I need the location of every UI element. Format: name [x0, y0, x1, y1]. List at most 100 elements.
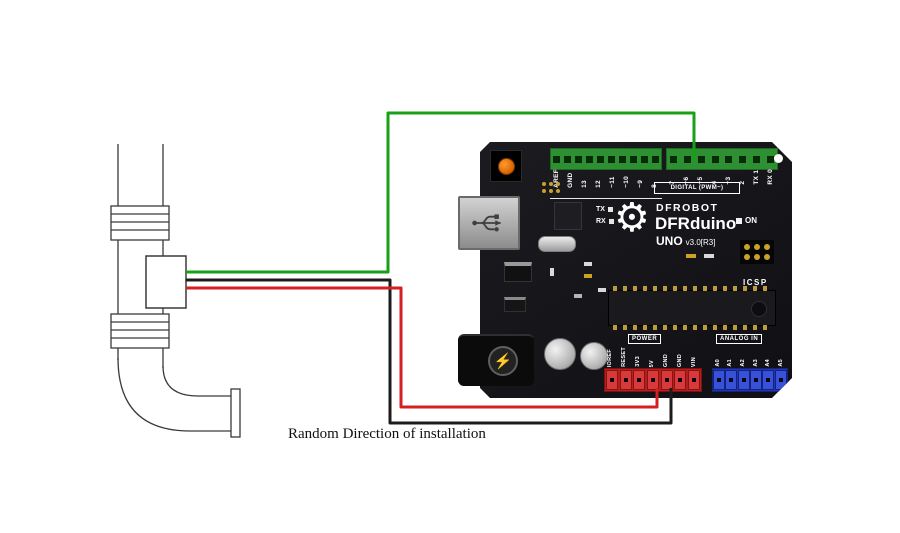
power-pin[interactable] [661, 370, 673, 390]
pin-socket[interactable] [753, 156, 760, 163]
pin-label: GND [566, 172, 574, 188]
icsp-pin[interactable] [754, 244, 760, 250]
pin-socket[interactable] [684, 156, 691, 163]
pin-socket[interactable] [608, 156, 615, 163]
pin-label: GND [677, 353, 684, 367]
icsp-pin[interactable] [549, 189, 553, 193]
pin-socket[interactable] [767, 156, 774, 163]
lightning-icon: ⚡ [488, 346, 518, 376]
pin-socket[interactable] [597, 156, 604, 163]
pin-label: GND [663, 353, 670, 367]
pin-socket[interactable] [586, 156, 593, 163]
icsp1-header[interactable] [542, 182, 560, 193]
smd-component [584, 274, 592, 278]
pin-label: VIN [691, 356, 698, 367]
analog-pin[interactable] [762, 370, 774, 390]
pin-socket[interactable] [575, 156, 582, 163]
pin-label: A0 [714, 359, 721, 367]
coupling-ridges [111, 321, 169, 339]
pin-socket[interactable] [641, 156, 648, 163]
brand-text: DFROBOT [656, 202, 719, 214]
rx-label: RX [596, 218, 606, 225]
icsp-header[interactable] [740, 240, 774, 264]
power-pin[interactable] [633, 370, 645, 390]
icsp-label: ICSP [743, 278, 768, 287]
pin-socket[interactable] [630, 156, 637, 163]
pin-label: ~11 [608, 176, 616, 188]
power-on-indicator: ON [736, 216, 757, 225]
pin-socket[interactable] [564, 156, 571, 163]
icsp-pin[interactable] [542, 182, 546, 186]
pin-socket[interactable] [712, 156, 719, 163]
icsp-pin[interactable] [764, 244, 770, 250]
power-header[interactable] [604, 368, 702, 392]
voltage-regulator [504, 262, 532, 282]
smd-component [704, 254, 714, 258]
power-pin[interactable] [688, 370, 700, 390]
pin-socket[interactable] [652, 156, 659, 163]
analog-pin[interactable] [713, 370, 725, 390]
icsp-pin[interactable] [556, 182, 560, 186]
icsp-pin[interactable] [549, 182, 553, 186]
reset-button[interactable] [490, 150, 522, 182]
usb-interface-chip [554, 202, 582, 230]
analog-pin[interactable] [725, 370, 737, 390]
digital-header-right[interactable] [666, 148, 778, 170]
pin-socket[interactable] [698, 156, 705, 163]
mounting-hole [774, 154, 783, 163]
digital-pin-labels-left: AREF GND 13 12 ~11 ~10 ~9 8 [550, 169, 662, 188]
transistor [504, 297, 526, 312]
smd-component [550, 268, 554, 276]
analog-pin[interactable] [750, 370, 762, 390]
pipe-sensor-drawing [110, 144, 241, 438]
analog-pin[interactable] [775, 370, 787, 390]
tx-led [608, 207, 613, 212]
icsp-pin[interactable] [744, 254, 750, 260]
pin-socket[interactable] [725, 156, 732, 163]
pin-label: TX 1 [752, 169, 760, 185]
pin-label: 12 [594, 180, 602, 188]
pin-socket[interactable] [553, 156, 560, 163]
atmega-chip [608, 290, 776, 326]
icsp-pin[interactable] [556, 189, 560, 193]
power-pin[interactable] [674, 370, 686, 390]
pin-label: 13 [580, 180, 588, 188]
tx-label: TX [596, 206, 605, 213]
analog-pin-labels: A0 A1 A2 A3 A4 A5 [712, 348, 788, 367]
pin-label: A2 [739, 359, 746, 367]
analog-section-title: ANALOG IN [716, 334, 762, 344]
icsp-pin[interactable] [744, 244, 750, 250]
icsp-pin[interactable] [754, 254, 760, 260]
pin-socket[interactable] [619, 156, 626, 163]
icsp-pin[interactable] [764, 254, 770, 260]
power-jack: ⚡ [458, 334, 534, 386]
pin-socket[interactable] [739, 156, 746, 163]
on-label: ON [745, 216, 757, 225]
analog-header[interactable] [712, 368, 788, 392]
pipe-end-cap [230, 388, 241, 438]
pin-label: A5 [777, 359, 784, 367]
analog-pin[interactable] [738, 370, 750, 390]
rx-led [609, 219, 614, 224]
pin-label: RESET [621, 347, 628, 367]
smd-component [598, 288, 606, 292]
pin-label: A4 [765, 359, 772, 367]
coupling-ridges [111, 213, 169, 231]
pin-label: ~9 [636, 179, 644, 188]
smd-component [686, 254, 696, 258]
power-pin[interactable] [647, 370, 659, 390]
power-pin[interactable] [606, 370, 618, 390]
pin-label: ~10 [622, 175, 630, 188]
gear-logo-icon: ⚙ [614, 196, 650, 240]
power-pin[interactable] [620, 370, 632, 390]
on-led [736, 218, 742, 224]
icsp-pin[interactable] [542, 189, 546, 193]
pin-socket[interactable] [670, 156, 677, 163]
digital-header-left[interactable] [550, 148, 662, 170]
sensor-body [145, 255, 187, 309]
reset-button-cap[interactable] [498, 158, 515, 175]
smd-component [574, 294, 582, 298]
power-pin-labels: IOREF RESET 3V3 5V GND GND VIN [604, 344, 702, 367]
caption-text: Random Direction of installation [288, 426, 486, 442]
txrx-leds: TX RX [596, 206, 614, 225]
